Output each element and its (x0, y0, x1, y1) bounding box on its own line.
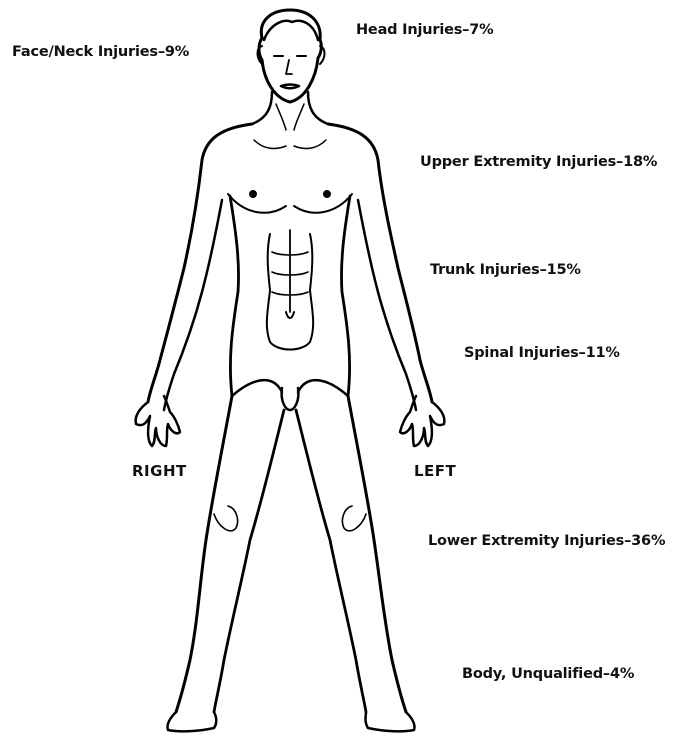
clavicle-r (254, 140, 286, 148)
knee-left (342, 506, 366, 531)
left-hand (400, 396, 444, 446)
nipple-right (250, 191, 257, 198)
neck-left (308, 92, 328, 124)
hair-line (264, 21, 318, 40)
nose (286, 60, 292, 74)
lower-extremity-injuries-label: Lower Extremity Injuries–36% (428, 533, 665, 549)
neck-muscle-l (294, 104, 304, 130)
face-neck-injuries-label: Face/Neck Injuries–9% (12, 44, 189, 60)
mouth (281, 85, 299, 89)
pectoral-left (294, 194, 352, 213)
leg-left-inner (296, 410, 366, 712)
groin-right (232, 380, 282, 396)
groin (282, 388, 299, 410)
knee-right (214, 506, 238, 531)
waist-right (230, 196, 239, 396)
spinal-injuries-label: Spinal Injuries–11% (464, 345, 620, 361)
right-foot (167, 712, 216, 731)
waist-left (341, 196, 350, 396)
nipple-left (324, 191, 331, 198)
upper-extremity-injuries-label: Upper Extremity Injuries–18% (420, 154, 657, 170)
clavicle-l (294, 140, 326, 148)
neck-muscle-r (276, 104, 286, 130)
left-foot (366, 712, 415, 731)
body-unqualified-label: Body, Unqualified–4% (462, 666, 634, 682)
right-hand (136, 396, 180, 446)
pectoral-right (228, 194, 286, 213)
torso-left-side (328, 124, 432, 402)
inner-arm-right (164, 200, 222, 410)
trunk-injuries-label: Trunk Injuries–15% (430, 262, 581, 278)
groin-left (298, 380, 348, 396)
neck-right (252, 92, 272, 124)
left-side-label: LEFT (414, 462, 456, 480)
right-side-label: RIGHT (132, 462, 187, 480)
head-injuries-label: Head Injuries–7% (356, 22, 493, 38)
leg-right-inner (214, 410, 284, 712)
torso-right-side (148, 124, 252, 402)
